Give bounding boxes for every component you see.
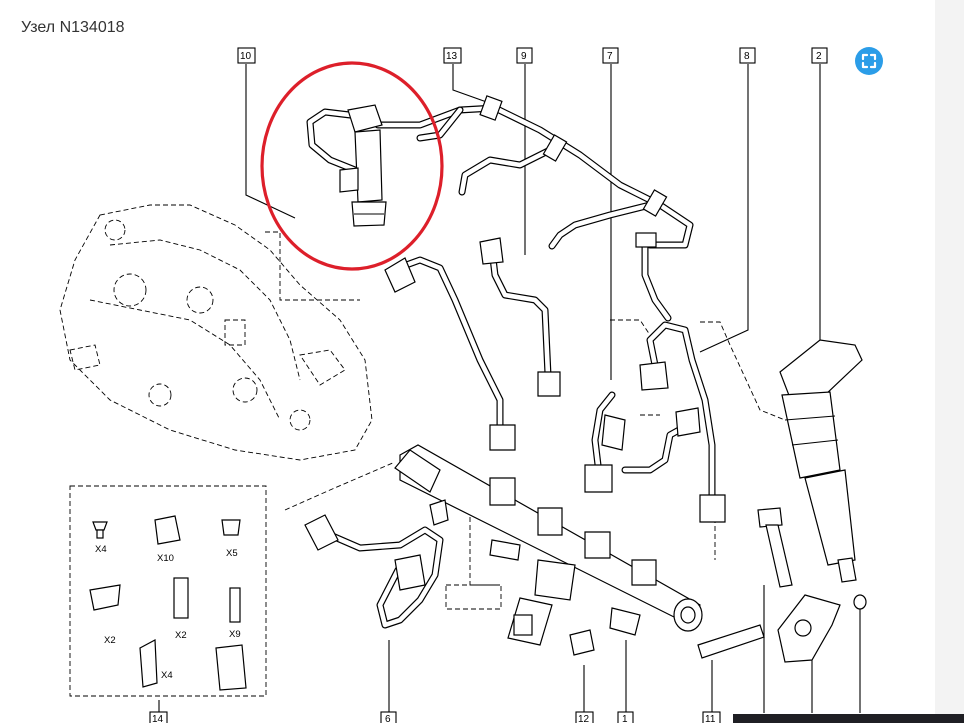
kit-label: X9 — [229, 629, 241, 640]
svg-text:6: 6 — [385, 714, 391, 723]
right-scroll-strip — [935, 0, 964, 723]
bottom-dark-bar — [733, 714, 964, 723]
expand-icon — [861, 53, 877, 69]
svg-text:12: 12 — [578, 714, 590, 723]
svg-text:10: 10 — [240, 51, 252, 62]
svg-text:2: 2 — [816, 51, 822, 62]
svg-text:7: 7 — [607, 51, 613, 62]
injector-pipes — [384, 237, 726, 523]
fasteners — [569, 507, 867, 663]
highlight-circle — [260, 61, 444, 271]
svg-text:13: 13 — [446, 51, 458, 62]
callout-1: 1 — [617, 711, 634, 723]
injector — [779, 339, 863, 583]
kit-label: X4 — [161, 670, 173, 681]
svg-text:1: 1 — [622, 714, 628, 723]
kit-box: X4 X10 X5 X2 X2 X9 X4 — [69, 485, 267, 697]
high-pressure-pump — [59, 204, 373, 461]
kit-label: X10 — [157, 553, 174, 564]
callout-8: 8 — [739, 47, 756, 64]
callout-2: 2 — [811, 47, 828, 64]
callout-7: 7 — [602, 47, 619, 64]
callout-10: 10 — [237, 47, 256, 64]
return-fitting-highlighted — [306, 104, 387, 227]
kit-label: X5 — [226, 548, 238, 559]
svg-text:8: 8 — [744, 51, 750, 62]
svg-text:14: 14 — [152, 714, 164, 723]
leader-lines — [158, 64, 861, 713]
kit-label: X4 — [95, 544, 107, 555]
svg-text:9: 9 — [521, 51, 527, 62]
kit-label: X2 — [104, 635, 116, 646]
callout-14: 14 — [149, 711, 168, 723]
callout-11: 11 — [702, 711, 721, 723]
kit-label: X2 — [175, 630, 187, 641]
svg-text:11: 11 — [705, 714, 716, 723]
page-title: Узел N134018 — [21, 19, 125, 36]
callout-6: 6 — [380, 711, 397, 723]
callout-labels: 10 13 9 7 8 2 14 6 12 1 11 — [149, 47, 828, 723]
pipe-6 — [304, 514, 444, 629]
pressure-sensor — [507, 559, 576, 646]
callout-13: 13 — [443, 47, 462, 64]
common-rail — [394, 444, 703, 636]
expand-button[interactable] — [855, 47, 883, 75]
callout-9: 9 — [516, 47, 533, 64]
return-line-assembly — [374, 95, 694, 322]
callout-12: 12 — [575, 711, 594, 723]
